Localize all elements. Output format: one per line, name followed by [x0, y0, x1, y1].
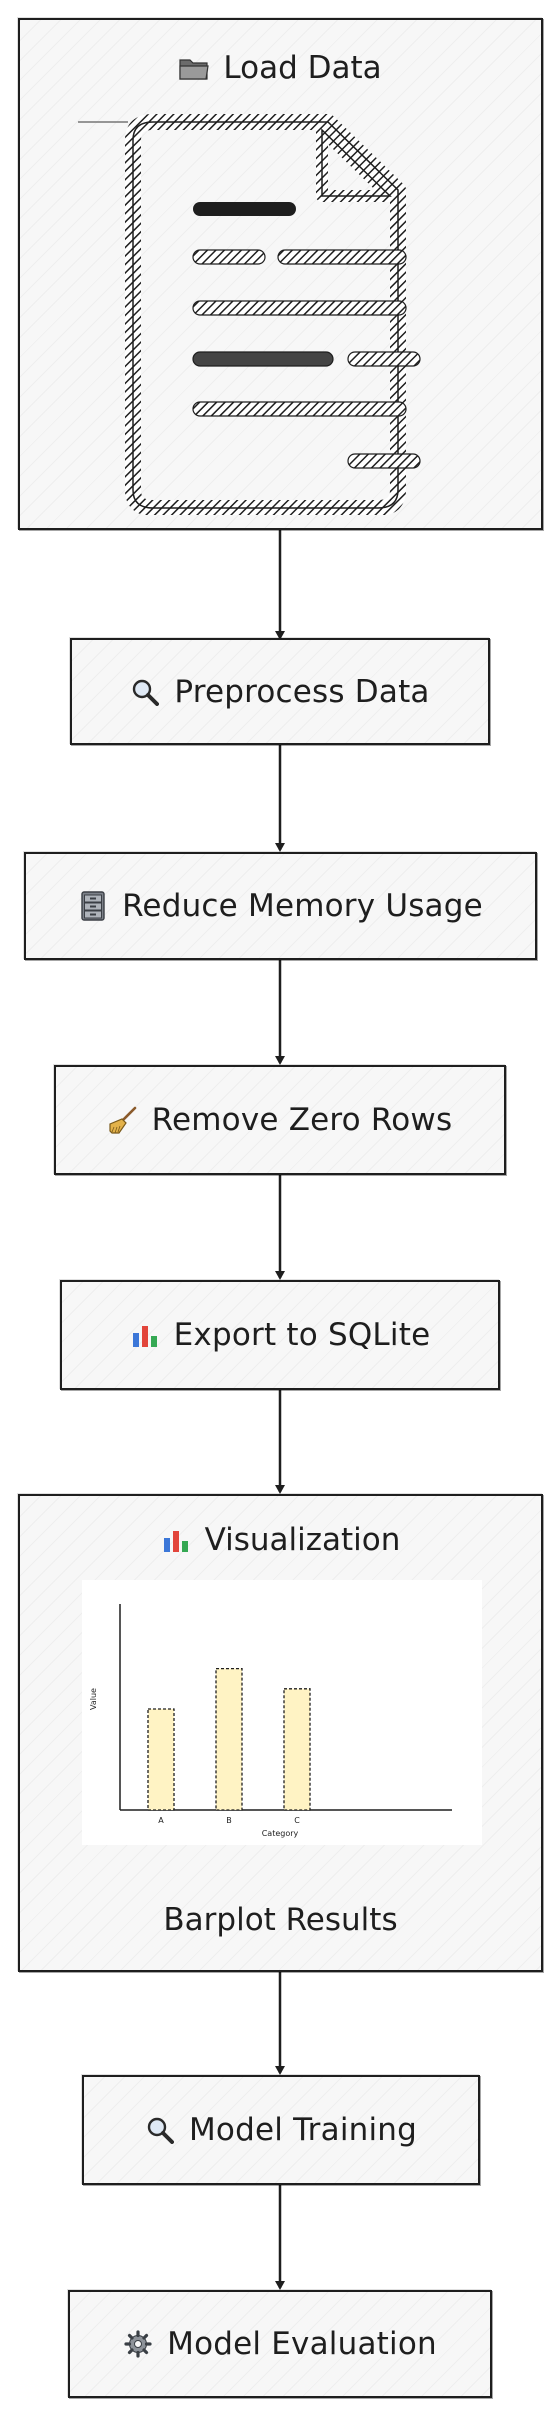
folder-icon	[179, 53, 210, 83]
bar-B	[215, 1667, 243, 1811]
visualization-caption: Barplot Results	[163, 1902, 398, 1938]
file-cabinet-icon	[78, 891, 108, 921]
step-export-to-sqlite[interactable]: Export to SQLite	[60, 1280, 500, 1390]
document-icon	[78, 114, 421, 515]
step-preprocess-data[interactable]: Preprocess Data	[70, 638, 490, 745]
x-tick-label-B: B	[226, 1816, 232, 1825]
x-tick-label-C: C	[294, 1816, 300, 1825]
barplot-chart: A B C Category Value	[82, 1580, 482, 1845]
x-tick-label-A: A	[158, 1816, 164, 1825]
step-visualization[interactable]: Visualization A B C Category Value Barplot R…	[18, 1494, 543, 1972]
visualization-label: Visualization	[204, 1522, 401, 1558]
load-data-header: Load Data	[20, 50, 541, 86]
reduce-memory-usage-label: Reduce Memory Usage	[122, 888, 483, 924]
x-axis-label: Category	[262, 1829, 299, 1838]
remove-zero-rows-label: Remove Zero Rows	[151, 1102, 453, 1138]
y-axis-label: Value	[89, 1688, 98, 1710]
load-data-label: Load Data	[223, 50, 382, 86]
step-model-training[interactable]: Model Training	[82, 2075, 480, 2185]
model-evaluation-label: Model Evaluation	[167, 2326, 437, 2362]
step-reduce-memory-usage[interactable]: Reduce Memory Usage	[24, 852, 537, 960]
magnifier-icon	[130, 677, 160, 707]
model-training-label: Model Training	[188, 2112, 418, 2148]
magnifier-icon	[145, 2115, 175, 2145]
bar-chart-icon	[130, 1320, 160, 1350]
step-load-data[interactable]: Load Data	[18, 18, 543, 530]
preprocess-data-label: Preprocess Data	[174, 673, 430, 710]
visualization-header: Visualization	[20, 1522, 541, 1558]
bar-A	[147, 1708, 175, 1811]
export-to-sqlite-label: Export to SQLite	[173, 1317, 431, 1353]
broom-icon	[108, 1105, 138, 1135]
gear-icon	[123, 2329, 153, 2359]
bar-C	[283, 1688, 311, 1811]
barplot-svg: A B C Category Value	[89, 1604, 452, 1838]
bar-chart-icon	[161, 1525, 191, 1555]
step-remove-zero-rows[interactable]: Remove Zero Rows	[54, 1065, 506, 1175]
step-model-evaluation[interactable]: Model Evaluation	[68, 2290, 492, 2398]
